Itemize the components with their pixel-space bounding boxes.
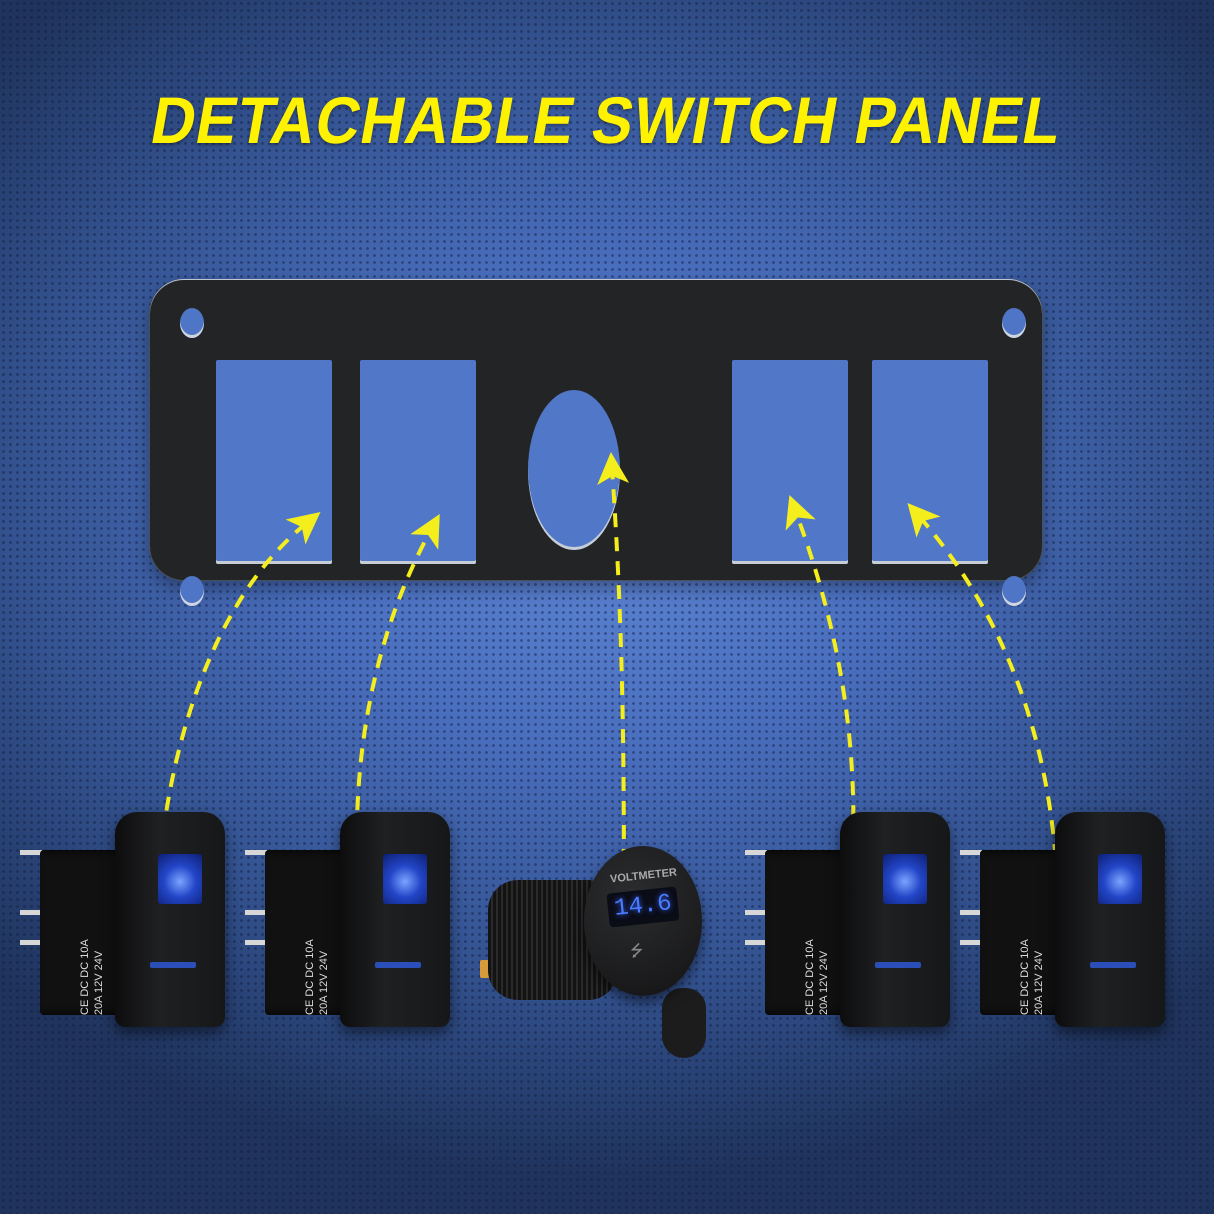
rocker-switch-4: CE DC DC 10A 20A 12V 24V: [960, 800, 1165, 1040]
mounting-hole: [180, 308, 204, 338]
arrow-3: [597, 452, 630, 936]
arrow-1: [153, 512, 321, 931]
led-bar: [1090, 962, 1136, 968]
switch-rating-label: CE DC DC 10A 20A 12V 24V: [804, 939, 830, 1015]
led-indicator: [883, 854, 927, 904]
switch-rating-label: CE DC DC 10A 20A 12V 24V: [304, 939, 330, 1015]
mounting-hole: [180, 576, 204, 606]
rocker-switch-1: CE DC DC 10A 20A 12V 24V: [20, 800, 225, 1040]
led-bar: [875, 962, 921, 968]
led-indicator: [1098, 854, 1142, 904]
voltmeter-face: VOLTMETER 14.6 ⭍: [584, 846, 702, 996]
switch-rating-label: CE DC DC 10A 20A 12V 24V: [1019, 939, 1045, 1015]
voltmeter-socket: VOLTMETER 14.6 ⭍: [480, 840, 720, 1080]
switch-rating-label: CE DC DC 10A 20A 12V 24V: [79, 939, 105, 1015]
arrow-5: [907, 502, 1061, 931]
led-indicator: [383, 854, 427, 904]
usb-icon: ⭍: [630, 943, 644, 960]
terminal: [480, 960, 490, 978]
led-bar: [150, 962, 196, 968]
dust-cap: [662, 988, 706, 1058]
mounting-hole: [1002, 308, 1026, 338]
led-indicator: [158, 854, 202, 904]
voltmeter-label: VOLTMETER: [609, 866, 678, 886]
rocker-switch-3: CE DC DC 10A 20A 12V 24V: [745, 800, 950, 1040]
voltage-display: 14.6: [606, 886, 680, 928]
mounting-hole: [1002, 576, 1026, 606]
led-bar: [375, 962, 421, 968]
rocker-switch-2: CE DC DC 10A 20A 12V 24V: [245, 800, 450, 1040]
